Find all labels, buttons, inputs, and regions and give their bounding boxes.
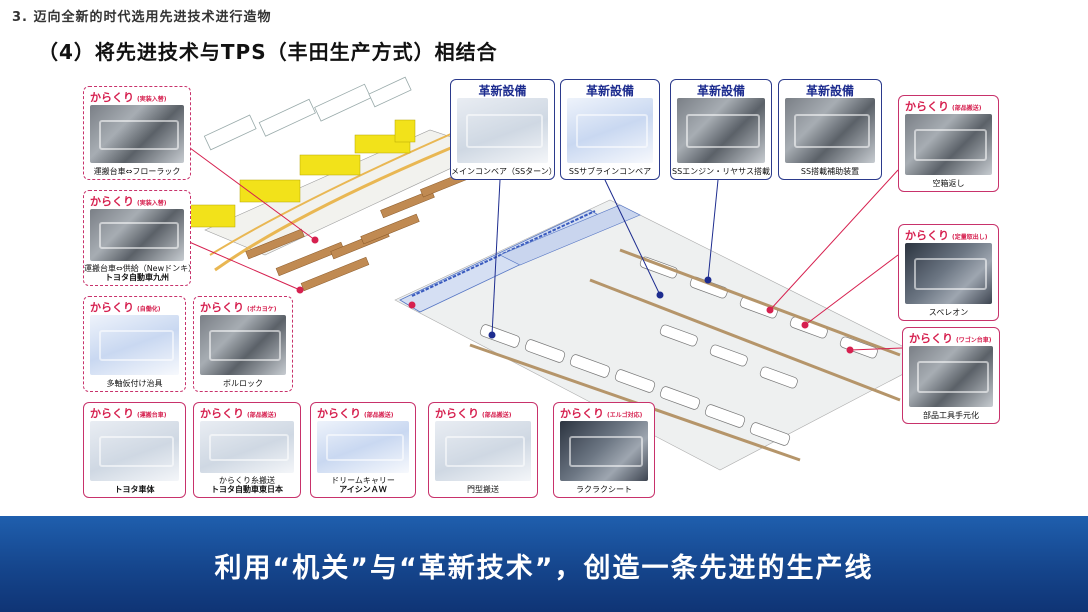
card-photo bbox=[90, 421, 179, 481]
karakuri-card-fixed-quantity: からくり(定量取出し) スペレオン bbox=[898, 224, 999, 321]
card-title: 革新設備 bbox=[696, 84, 745, 98]
card-tag: (ポカヨケ) bbox=[247, 306, 277, 313]
card-title: からくり bbox=[909, 332, 953, 345]
card-diagram bbox=[200, 421, 294, 473]
card-tag: (実装入替) bbox=[137, 96, 167, 103]
karakuri-card-bolt-lock: からくり(ポカヨケ) ボルロック bbox=[193, 296, 293, 392]
karakuri-card-wagon-cart: からくり(ワゴン台車) 部品工具手元化 bbox=[902, 327, 1000, 424]
card-photo bbox=[785, 98, 875, 163]
card-title: からくり bbox=[90, 91, 134, 104]
card-caption-company: アイシンＡＷ bbox=[339, 485, 387, 494]
card-diagram bbox=[567, 98, 653, 163]
card-caption: SSエンジン・リヤサス搭載 bbox=[672, 167, 770, 176]
card-caption: SS搭載補助装置 bbox=[800, 167, 860, 176]
assembly-lines bbox=[479, 256, 878, 446]
card-title: 革新設備 bbox=[478, 84, 527, 98]
innovation-card-subline-conveyor: 革新設備 SSサブラインコンベア bbox=[560, 79, 660, 180]
card-tag: (自働化) bbox=[137, 306, 161, 313]
card-caption: 門型搬送 bbox=[467, 485, 499, 494]
card-tag: (部品搬送) bbox=[952, 105, 982, 112]
overhead-conveyors bbox=[203, 76, 412, 151]
card-diagram bbox=[90, 315, 179, 375]
card-tag: (部品搬送) bbox=[364, 412, 394, 419]
card-tag: (ワゴン台車) bbox=[956, 337, 992, 344]
card-photo bbox=[905, 243, 992, 304]
karakuri-card-cart-supply: からくり(実装入替) 運搬台車⇔供給（Newドンキ） トヨタ自動車九州 bbox=[83, 190, 191, 286]
karakuri-card-dream-carry: からくり(部品搬送) ドリームキャリー アイシンＡＷ bbox=[310, 402, 416, 498]
card-caption: トヨタ車体 bbox=[114, 485, 155, 494]
storage-racks bbox=[179, 119, 416, 228]
card-title: からくり bbox=[200, 407, 244, 420]
card-photo bbox=[560, 421, 648, 481]
innovation-connector-dots bbox=[488, 276, 712, 339]
card-caption-company: トヨタ自動車九州 bbox=[105, 273, 169, 282]
karakuri-card-transport-cart: からくり(運搬台車) トヨタ車体 bbox=[83, 402, 186, 498]
card-title: からくり bbox=[317, 407, 361, 420]
card-tag: (部品搬送) bbox=[482, 412, 512, 419]
card-title: からくり bbox=[560, 407, 604, 420]
card-title: からくり bbox=[200, 301, 244, 314]
card-diagram bbox=[435, 421, 531, 481]
card-title: からくり bbox=[905, 229, 949, 242]
slide-title: （4）将先进技术与TPS（丰田生产方式）相结合 bbox=[38, 40, 498, 64]
karakuri-card-multi-axis-jig: からくり(自働化) 多軸仮付け治具 bbox=[83, 296, 186, 392]
card-diagram bbox=[317, 421, 409, 473]
card-caption: 空箱返し bbox=[932, 179, 965, 188]
karakuri-card-easy-seat: からくり(エルゴ対応) ラクラクシート bbox=[553, 402, 655, 498]
card-tag: (運搬台車) bbox=[137, 412, 167, 419]
card-photo bbox=[90, 105, 184, 163]
karakuri-connector-dots bbox=[296, 236, 854, 354]
sub-line-band bbox=[399, 204, 641, 313]
card-caption: からくり糸搬送 bbox=[219, 476, 275, 485]
card-caption: ボルロック bbox=[223, 379, 263, 388]
card-photo bbox=[909, 346, 993, 407]
card-title: からくり bbox=[905, 100, 949, 113]
innovation-card-engine-mounting: 革新設備 SSエンジン・リヤサス搭載 bbox=[670, 79, 772, 180]
card-caption: スペレオン bbox=[928, 308, 969, 317]
card-photo bbox=[677, 98, 765, 163]
summary-banner: 利用“机关”与“革新技术”，创造一条先进的生产线 bbox=[0, 516, 1088, 612]
card-caption: メインコンベア（SSターン） bbox=[451, 167, 554, 176]
card-title: 革新設備 bbox=[805, 84, 854, 98]
karakuri-card-cart-flowrack: からくり(実装入替) 運搬台車⇔フローラック bbox=[83, 86, 191, 180]
card-title: からくり bbox=[90, 301, 134, 314]
innovation-card-main-conveyor: 革新設備 メインコンベア（SSターン） bbox=[450, 79, 555, 180]
card-caption: ラクラクシート bbox=[576, 485, 632, 494]
card-title: からくり bbox=[435, 407, 479, 420]
card-tag: (エルゴ対応) bbox=[607, 412, 643, 419]
summary-text: 利用“机关”与“革新技术”，创造一条先进的生产线 bbox=[214, 553, 874, 584]
section-heading: 3. 迈向全新的时代选用先进技术进行造物 bbox=[12, 10, 272, 25]
card-title: からくり bbox=[90, 195, 134, 208]
card-photo bbox=[457, 98, 548, 163]
innovation-card-mounting-assist: 革新設備 SS搭載補助装置 bbox=[778, 79, 882, 180]
card-photo bbox=[905, 114, 992, 175]
card-caption: 運搬台車⇔供給（Newドンキ） bbox=[84, 264, 190, 273]
card-caption: SSサブラインコンベア bbox=[568, 167, 652, 176]
card-tag: (定量取出し) bbox=[952, 234, 988, 241]
card-photo bbox=[200, 315, 286, 375]
karakuri-card-string-transport: からくり(部品搬送) からくり糸搬送 トヨタ自動車東日本 bbox=[193, 402, 301, 498]
card-caption: ドリームキャリー bbox=[331, 476, 395, 485]
card-photo bbox=[90, 209, 184, 261]
card-caption: 部品工具手元化 bbox=[923, 411, 979, 420]
card-title: からくり bbox=[90, 407, 134, 420]
card-caption: 多軸仮付け治具 bbox=[106, 379, 163, 388]
innovation-connectors bbox=[491, 179, 719, 336]
card-tag: (実装入替) bbox=[137, 200, 167, 207]
card-caption: 運搬台車⇔フローラック bbox=[93, 167, 181, 176]
karakuri-card-empty-box-return: からくり(部品搬送) 空箱返し bbox=[898, 95, 999, 192]
card-title: 革新設備 bbox=[585, 84, 634, 98]
karakuri-card-gate-transport: からくり(部品搬送) 門型搬送 bbox=[428, 402, 538, 498]
card-caption-company: トヨタ自動車東日本 bbox=[211, 485, 283, 494]
card-tag: (部品搬送) bbox=[247, 412, 277, 419]
